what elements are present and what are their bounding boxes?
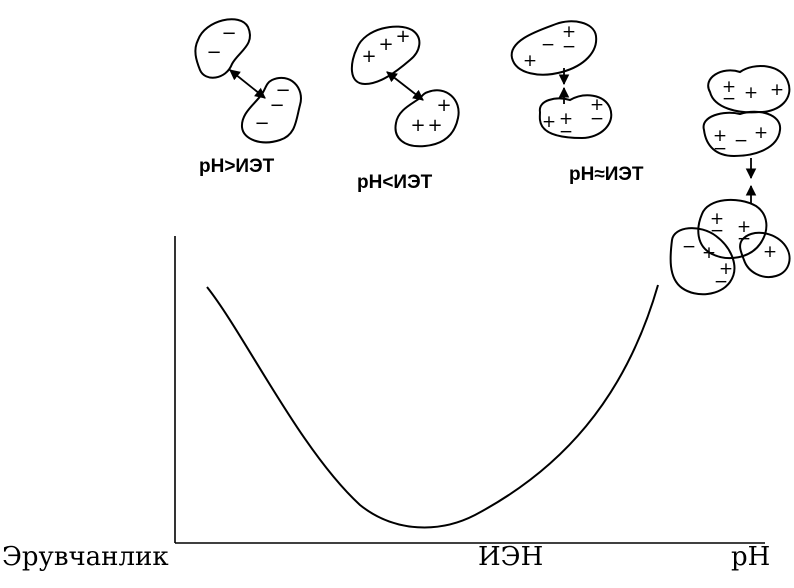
- charge-sign: +: [523, 51, 537, 71]
- y-axis-label: Эрувчанлик: [2, 544, 169, 570]
- case-ph-greater-molecules: − − − − −: [195, 19, 301, 142]
- charge-sign: +: [427, 115, 442, 136]
- charge-sign: −: [734, 131, 748, 151]
- label-ph-equal-iet: pH≈ИЭТ: [569, 165, 644, 184]
- x-axis-label: pH: [731, 544, 770, 570]
- charge-sign: +: [770, 80, 784, 100]
- charge-sign: +: [395, 26, 410, 47]
- charge-sign: +: [410, 115, 425, 136]
- repulsion-arrow: [230, 70, 265, 98]
- case-ph-less-molecules: + + + + + +: [352, 26, 459, 146]
- charge-sign: −: [590, 109, 604, 129]
- charge-sign: −: [541, 35, 555, 55]
- isoelectric-point-label: ИЭН: [478, 544, 543, 570]
- label-ph-greater-iet: pH>ИЭТ: [199, 157, 274, 176]
- charge-sign: −: [221, 23, 236, 44]
- case-ph-equal-molecules: + − − + + − + + −: [512, 21, 612, 142]
- charge-sign: +: [744, 83, 758, 103]
- charge-sign: −: [682, 237, 696, 257]
- charge-sign: −: [559, 122, 573, 142]
- solubility-curve: [207, 285, 658, 527]
- charge-sign: −: [254, 113, 269, 134]
- charge-sign: −: [714, 272, 728, 292]
- repulsion-arrow: [387, 72, 423, 100]
- charge-sign: −: [713, 139, 727, 159]
- charge-sign: +: [702, 243, 716, 263]
- charge-sign: −: [722, 89, 736, 109]
- charge-sign: +: [378, 34, 393, 55]
- charge-sign: +: [754, 123, 768, 143]
- charge-sign: +: [542, 112, 556, 132]
- charge-sign: −: [206, 42, 221, 63]
- aggregate-molecules: + − + + + − − + + − + − − + + − +: [671, 66, 790, 294]
- charge-sign: −: [269, 95, 284, 116]
- charge-sign: +: [361, 46, 376, 67]
- label-ph-less-iet: pH<ИЭТ: [357, 173, 432, 192]
- charge-sign: −: [562, 37, 576, 57]
- charge-sign: +: [763, 242, 777, 262]
- charge-sign: +: [436, 95, 451, 116]
